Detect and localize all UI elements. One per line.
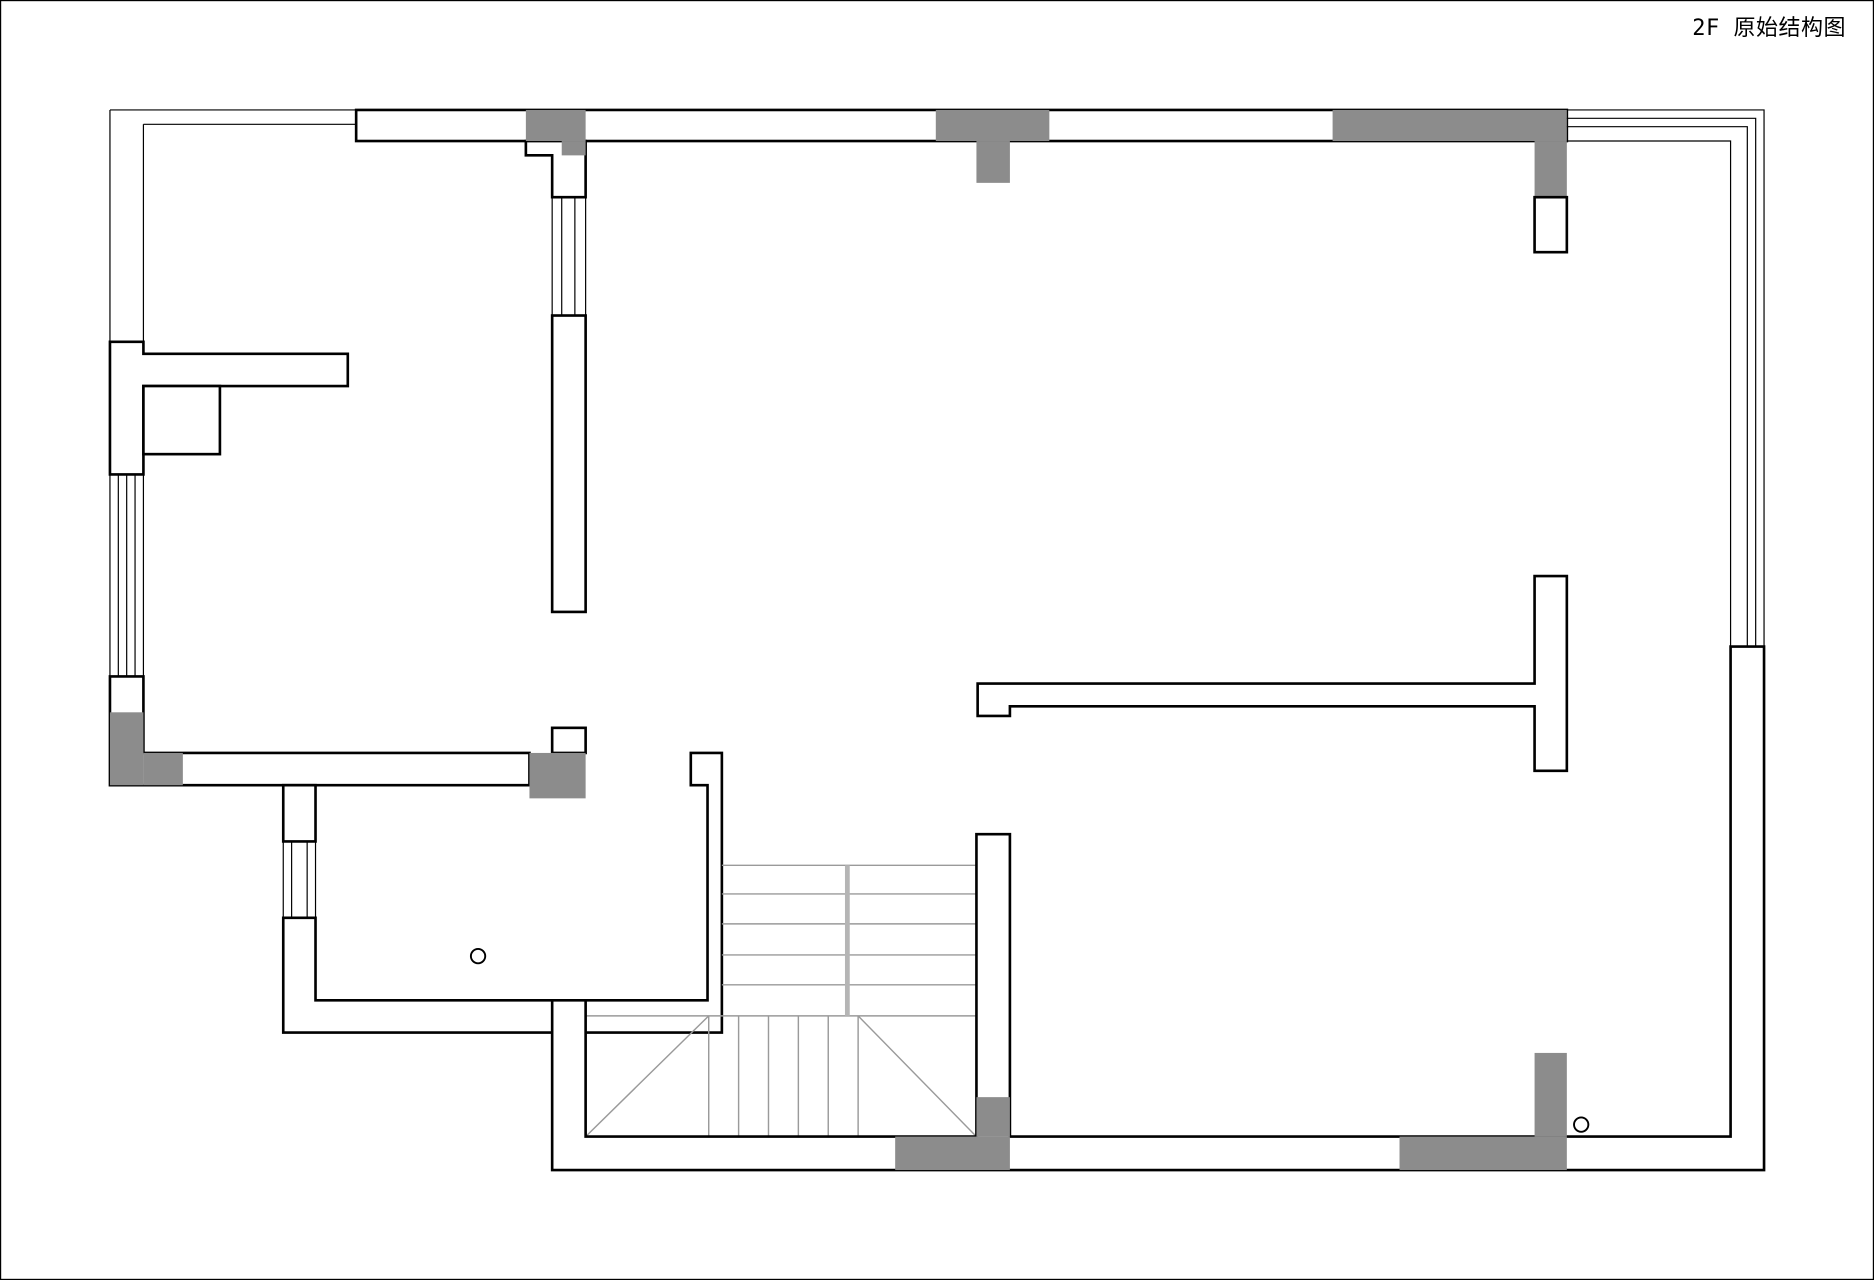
wall-stub — [550, 726, 587, 755]
structural-column — [976, 141, 1010, 183]
structural-column — [561, 141, 586, 156]
window — [282, 841, 317, 918]
wall-stub — [281, 783, 317, 843]
left-balcony-railing — [109, 109, 357, 342]
structural-column — [143, 752, 183, 786]
bottom-exterior-wall — [550, 645, 1766, 1172]
top-exterior-wall — [354, 108, 1569, 254]
structural-column — [529, 752, 586, 799]
structural-column — [976, 1097, 1010, 1137]
door-opening — [551, 197, 587, 316]
staircase — [585, 864, 977, 1138]
structural-column — [525, 109, 586, 142]
right-balcony-railing — [1566, 109, 1765, 647]
window — [109, 474, 145, 677]
structural-column — [109, 712, 144, 786]
structural-column — [1399, 1136, 1567, 1171]
small-room-walls — [281, 751, 724, 1034]
interior-vertical-wall — [529, 197, 587, 799]
left-exterior-wall — [108, 340, 531, 787]
structural-column — [1534, 141, 1567, 198]
wall-stub — [1533, 195, 1569, 254]
floor-drain-icon — [469, 947, 487, 965]
floor-drain-icon — [1573, 1116, 1590, 1133]
structural-column — [895, 1136, 1010, 1171]
structural-column — [1332, 109, 1567, 142]
bottom-wall — [550, 645, 1766, 1172]
structural-column — [935, 109, 1050, 142]
left-wall-t-junction — [108, 340, 350, 476]
structural-column — [1534, 1052, 1567, 1137]
interior-wall — [550, 314, 587, 614]
small-room-enclosure — [281, 751, 724, 1034]
left-wall-block — [142, 384, 222, 456]
interior-wall — [976, 574, 1569, 773]
right-interior-t-wall — [976, 574, 1569, 773]
drawing-title: 2F 原始结构图 — [1692, 16, 1846, 41]
